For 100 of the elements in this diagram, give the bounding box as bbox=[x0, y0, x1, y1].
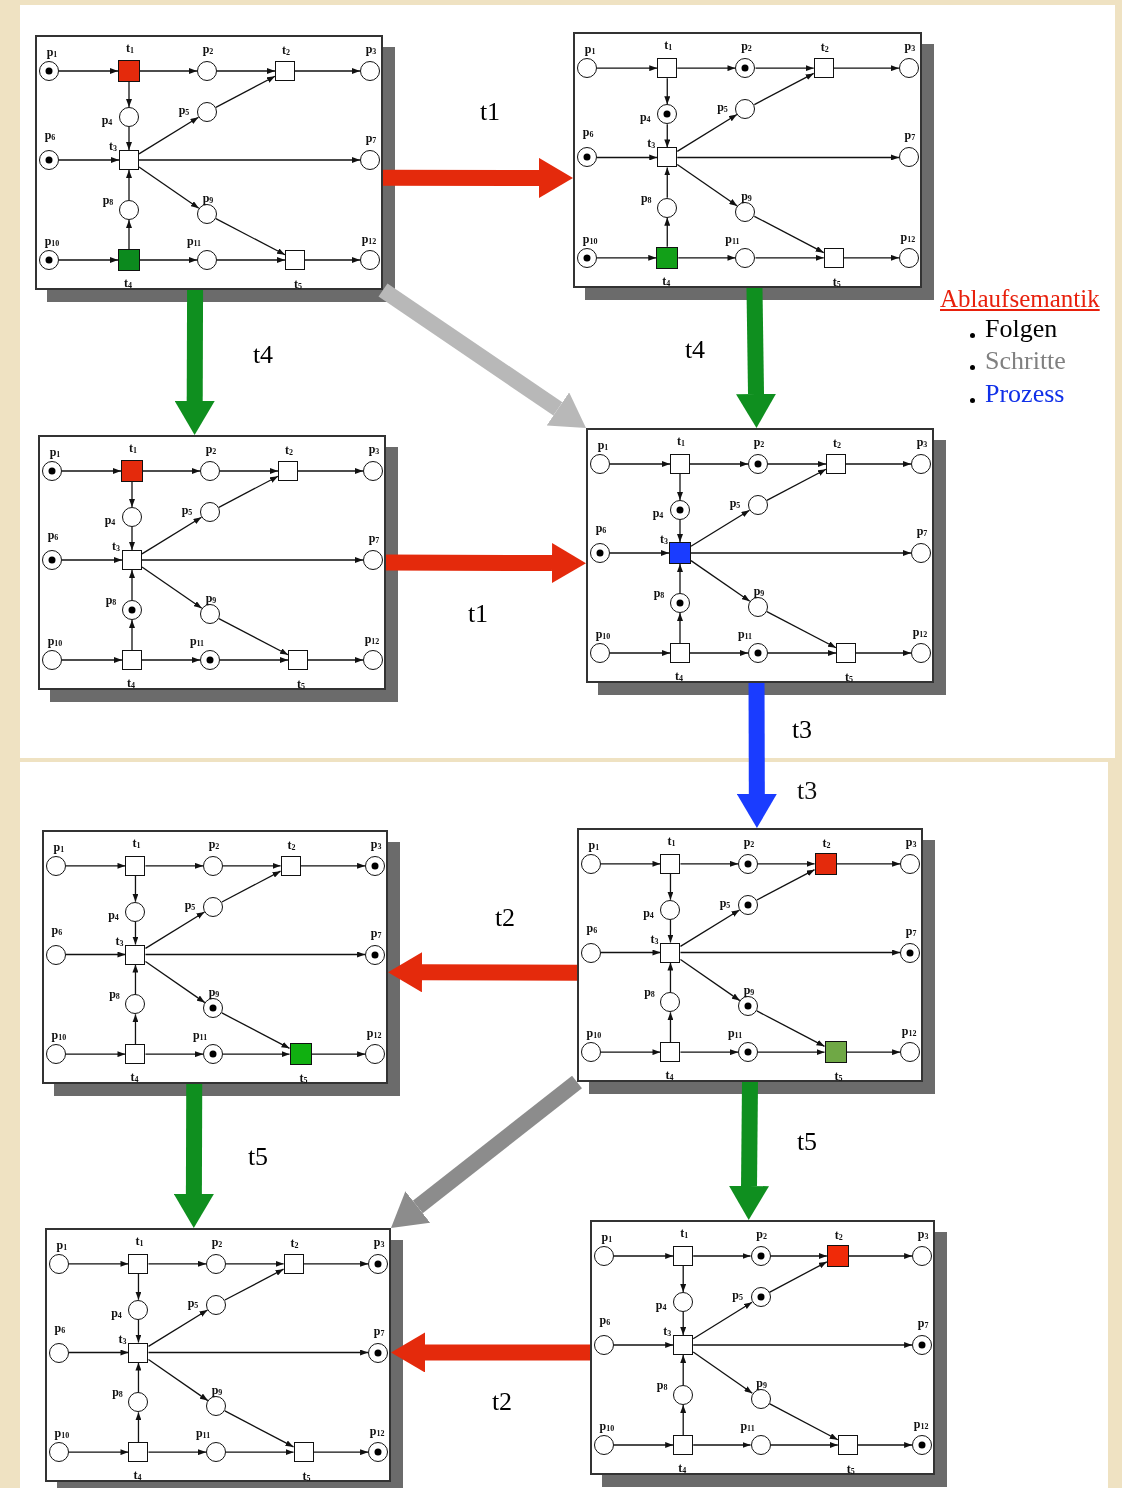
place-label: p$_{7}$ bbox=[917, 1316, 929, 1330]
arc-arrow bbox=[126, 169, 132, 201]
arc-arrow bbox=[679, 958, 741, 1002]
place-label: p$_{9}$ bbox=[211, 1383, 223, 1397]
transition-label: t$_{1}$ bbox=[680, 1226, 689, 1240]
place-label: p$_{12}$ bbox=[913, 1417, 929, 1431]
arc-arrow bbox=[767, 461, 827, 467]
transition-label: t$_{3}$ bbox=[650, 932, 659, 945]
arc-arrow bbox=[222, 1051, 291, 1058]
arc-arrow bbox=[677, 612, 683, 644]
place-label: p$_{6}$ bbox=[47, 528, 59, 542]
arc-arrow bbox=[690, 550, 912, 556]
arc-arrow bbox=[679, 860, 739, 867]
arc-arrow bbox=[129, 569, 135, 601]
arc-arrow bbox=[835, 860, 901, 867]
place-label: p$_{2}$ bbox=[743, 835, 755, 849]
place-label: p$_{1}$ bbox=[601, 1230, 613, 1244]
arc-arrow bbox=[68, 1260, 130, 1267]
arc-arrow bbox=[215, 75, 276, 108]
arc-arrow bbox=[613, 1253, 674, 1259]
place-label: p$_{2}$ bbox=[741, 39, 752, 53]
token-dot bbox=[371, 862, 379, 870]
place-label: p$_{6}$ bbox=[51, 923, 63, 936]
place-label: p$_{3}$ bbox=[368, 442, 380, 456]
place-label: p$_{5}$ bbox=[719, 896, 731, 910]
place-label: p$_{10}$ bbox=[595, 627, 611, 641]
arc-arrow bbox=[141, 566, 203, 609]
arc-arrow bbox=[667, 919, 674, 944]
arc-arrow bbox=[766, 468, 827, 501]
place-label: p$_{12}$ bbox=[369, 1424, 385, 1438]
arc-arrow bbox=[753, 72, 815, 106]
transition-label: t$_{3}$ bbox=[647, 136, 656, 150]
place-label: p$_{6}$ bbox=[582, 125, 594, 139]
arc-arrow bbox=[129, 619, 135, 651]
place-label: p$_{1}$ bbox=[46, 45, 58, 59]
place-label: p$_{8}$ bbox=[109, 987, 120, 1001]
arc-arrow bbox=[692, 1442, 752, 1448]
token-dot bbox=[754, 460, 762, 468]
token-dot bbox=[906, 949, 914, 956]
place-label: p$_{7}$ bbox=[365, 131, 377, 145]
transition-label: t$_{3}$ bbox=[112, 539, 120, 553]
place-label: p$_{5}$ bbox=[732, 1288, 743, 1302]
arc-arrow bbox=[126, 126, 132, 151]
place-label: p$_{5}$ bbox=[178, 103, 190, 117]
place-label: p$_{2}$ bbox=[208, 837, 220, 851]
transition-label: t$_{5}$ bbox=[297, 677, 305, 691]
arc-arrow bbox=[692, 1301, 753, 1340]
arc-arrow bbox=[757, 1049, 826, 1056]
place-label: p$_{11}$ bbox=[195, 1426, 211, 1440]
transition-label: t$_{2}$ bbox=[282, 43, 290, 57]
block-arrow bbox=[173, 1083, 214, 1228]
token-dot bbox=[48, 467, 56, 475]
transition-label: t$_{1}$ bbox=[129, 441, 137, 455]
place-label: p$_{12}$ bbox=[912, 625, 928, 639]
arc-arrow bbox=[690, 559, 751, 602]
arc-arrow bbox=[132, 963, 139, 995]
arc-arrow bbox=[297, 468, 364, 474]
arc-arrow bbox=[68, 1449, 130, 1456]
arc-arrow bbox=[843, 254, 900, 261]
place-label: p$_{11}$ bbox=[727, 1026, 743, 1040]
place-label: p$_{9}$ bbox=[753, 584, 765, 598]
transition-label: t$_{2}$ bbox=[822, 836, 831, 850]
place-label: p$_{2}$ bbox=[753, 435, 765, 449]
arc-arrow bbox=[609, 650, 671, 656]
arc-arrow bbox=[756, 1010, 826, 1047]
list-item-text: Prozess bbox=[985, 381, 1065, 407]
place-label: p$_{2}$ bbox=[202, 42, 214, 56]
transition-label: t$_{4}$ bbox=[665, 1068, 674, 1082]
arc-arrow bbox=[61, 657, 123, 663]
arc-arrow bbox=[294, 68, 361, 74]
place-label: p$_{4}$ bbox=[111, 1306, 122, 1320]
arc-arrow bbox=[58, 68, 119, 74]
arc-arrow bbox=[310, 1051, 366, 1058]
arc-arrow bbox=[135, 1319, 142, 1344]
place-label: p$_{5}$ bbox=[181, 503, 193, 517]
place-label: p$_{7}$ bbox=[370, 926, 382, 939]
transition-label: t$_{3}$ bbox=[118, 1332, 127, 1345]
arc-arrow bbox=[135, 1411, 142, 1443]
token-dot bbox=[676, 506, 684, 514]
transition-label: t$_{2}$ bbox=[834, 1228, 843, 1242]
place-label: p$_{11}$ bbox=[737, 627, 753, 641]
arc-arrow bbox=[756, 869, 816, 901]
transition-label: t$_{4}$ bbox=[662, 274, 671, 288]
block-arrow bbox=[391, 1075, 582, 1228]
arc-arrow bbox=[677, 473, 683, 501]
arc-arrow bbox=[147, 1449, 207, 1456]
place-label: p$_{8}$ bbox=[656, 1378, 668, 1392]
place-label: p$_{9}$ bbox=[202, 191, 214, 205]
place-label: p$_{9}$ bbox=[743, 983, 755, 997]
transition-label: t$_{5}$ bbox=[832, 275, 841, 289]
arc-arrow bbox=[680, 1311, 687, 1336]
place-label: p$_{3}$ bbox=[373, 1235, 385, 1249]
place-label: p$_{10}$ bbox=[44, 234, 60, 248]
arc-arrow bbox=[129, 481, 135, 508]
transition-label: t$_{4}$ bbox=[678, 1461, 687, 1475]
place-label: p$_{10}$ bbox=[47, 634, 63, 648]
arc-arrow bbox=[833, 65, 900, 72]
transition-label: t$_{3}$ bbox=[660, 532, 668, 546]
token-dot bbox=[744, 901, 752, 909]
place-label: p$_{4}$ bbox=[101, 113, 113, 127]
